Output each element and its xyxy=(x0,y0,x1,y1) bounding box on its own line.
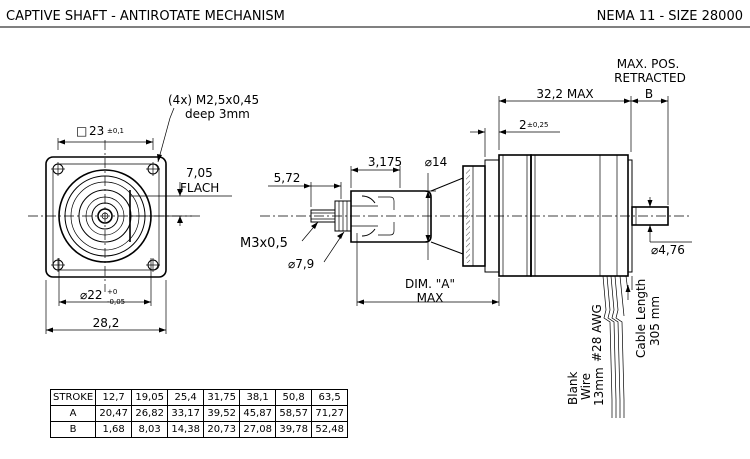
table-cell: 27,08 xyxy=(239,421,277,438)
table-row: B 1,68 8,03 14,38 20,73 27,08 39,78 52,4… xyxy=(49,421,349,438)
body-length-dim: 32,2 MAX xyxy=(536,87,593,101)
holes-callout-label: (4x) M2,5x0,45 xyxy=(168,93,259,107)
table-header-cell: 50,8 xyxy=(275,389,313,406)
dim-a-label: DIM. "A" xyxy=(405,277,455,291)
blank-wire-label-3: 13mm xyxy=(592,367,606,406)
motor-body-rear xyxy=(530,154,629,277)
stroke-table: STROKE 12,7 19,05 25,4 31,75 38,1 50,8 6… xyxy=(49,389,349,438)
table-cell: 52,48 xyxy=(311,421,349,438)
side-view: 32,2 MAX B MAX. POS. RETRACTED 2 ±0,25 3… xyxy=(240,57,692,418)
blank-wire-label-2: Wire xyxy=(579,373,593,400)
blank-wire-label-1: Blank xyxy=(566,371,580,405)
pilot-diameter-value: ⌀22 xyxy=(80,288,103,302)
dim-d79: ⌀7,9 xyxy=(288,257,314,271)
table-row: A 20,47 26,82 33,17 39,52 45,87 58,57 71… xyxy=(49,405,349,422)
motor-body-front xyxy=(498,154,532,277)
table-cell: 33,17 xyxy=(167,405,205,422)
flat-dim-label: FLACH xyxy=(180,181,219,195)
table-cell: 58,57 xyxy=(275,405,313,422)
table-header-cell: 31,75 xyxy=(203,389,241,406)
table-row-label: A xyxy=(49,405,97,422)
table-cell: 26,82 xyxy=(131,405,169,422)
table-header-cell: 25,4 xyxy=(167,389,205,406)
table-header-row: STROKE 12,7 19,05 25,4 31,75 38,1 50,8 6… xyxy=(49,389,349,406)
table-header-cell: 19,05 xyxy=(131,389,169,406)
front-shaft-circle xyxy=(97,208,113,224)
square-dim-value: 23 xyxy=(89,124,104,138)
cable-wires xyxy=(602,275,633,418)
flat-dim-value: 7,05 xyxy=(186,166,213,180)
retract-label-1: MAX. POS. xyxy=(617,57,680,71)
step-dim-value: 2 xyxy=(519,118,527,132)
table-cell: 14,38 xyxy=(167,421,205,438)
table-cell: 39,52 xyxy=(203,405,241,422)
awg-label: #28 AWG xyxy=(590,304,604,362)
table-cell: 8,03 xyxy=(131,421,169,438)
dim-a-max: MAX xyxy=(417,291,444,305)
cable-length-value: 305 mm xyxy=(648,296,662,346)
step-dim-tolerance: ±0,25 xyxy=(527,121,548,129)
drawing-title: CAPTIVE SHAFT - ANTIROTATE MECHANISM xyxy=(6,9,285,24)
table-row-label: B xyxy=(49,421,97,438)
table-header-cell: 12,7 xyxy=(95,389,133,406)
thread-callout: M3x0,5 xyxy=(240,236,288,251)
dim-d476: ⌀4,76 xyxy=(651,243,685,257)
model-designation: NEMA 11 - SIZE 28000 xyxy=(597,9,743,24)
table-header-cell: 38,1 xyxy=(239,389,277,406)
table-cell: 20,47 xyxy=(95,405,133,422)
front-flange-square xyxy=(45,156,167,278)
table-cell: 71,27 xyxy=(311,405,349,422)
holes-callout-depth: deep 3mm xyxy=(185,107,250,121)
square-dim-tolerance: ±0,1 xyxy=(107,127,124,135)
cable-length-label: Cable Length xyxy=(634,279,648,358)
square-dim-symbol: □ xyxy=(76,124,87,138)
dim-572: 5,72 xyxy=(274,171,301,185)
pilot-diameter-tol-lower: -0,05 xyxy=(107,298,125,306)
dim-3175: 3,175 xyxy=(368,155,402,169)
front-inner-square xyxy=(52,163,160,271)
table-cell: 45,87 xyxy=(239,405,277,422)
antirotate-housing xyxy=(350,190,432,243)
table-header-cell: 63,5 xyxy=(311,389,349,406)
table-cell: 39,78 xyxy=(275,421,313,438)
table-cell: 20,73 xyxy=(203,421,241,438)
retract-letter: B xyxy=(645,87,653,101)
front-width-value: 28,2 xyxy=(93,316,120,330)
retract-label-2: RETRACTED xyxy=(614,71,686,85)
table-cell: 1,68 xyxy=(95,421,133,438)
pilot-diameter-tol-upper: +0 xyxy=(107,288,117,296)
front-view: □ 23 ±0,1 (4x) M2,5x0,45 deep 3mm 7,05 F… xyxy=(28,93,259,334)
mounting-holes xyxy=(51,162,160,272)
table-header-cell: STROKE xyxy=(49,389,97,406)
dim-d14: ⌀14 xyxy=(425,155,448,169)
